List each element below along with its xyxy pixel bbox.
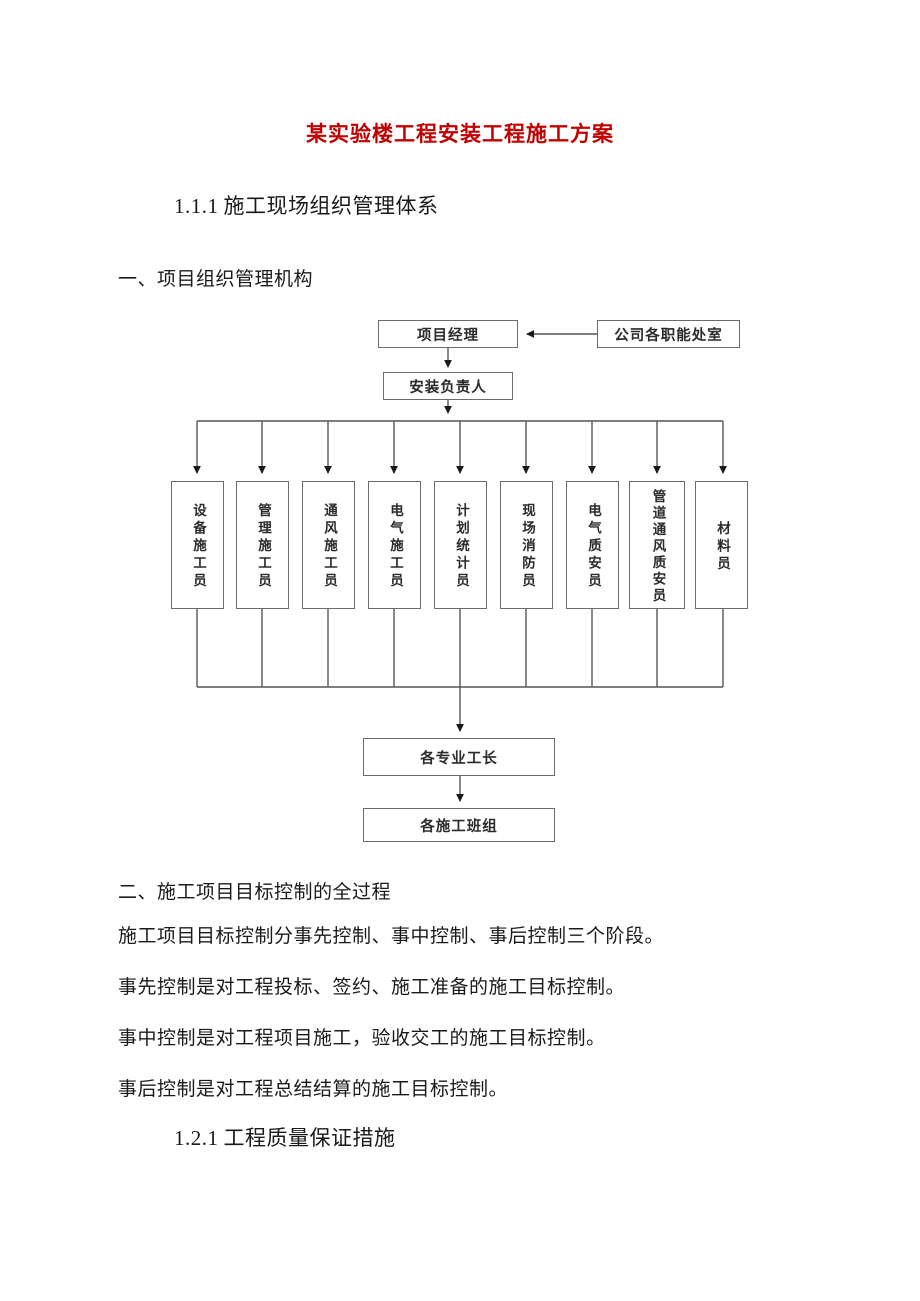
node-staff-4: 电气施工员 [368,481,421,609]
node-staff-8-col-1: 管道 [650,489,666,523]
node-staff-9: 材料员 [695,481,748,609]
node-staff-2: 管理施工员 [236,481,289,609]
node-work-teams: 各施工班组 [363,808,555,842]
node-project-manager: 项目经理 [378,320,518,348]
node-foremen: 各专业工长 [363,738,555,776]
paragraph-line-4: 事后控制是对工程总结结算的施工目标控制。 [118,1079,509,1100]
heading-1-2-1-text: 工程质量保证措施 [223,1126,396,1150]
heading-1-1-1-number: 1.1.1 [174,194,219,218]
node-staff-7: 电气质安员 [566,481,619,609]
paragraph-line-3: 事中控制是对工程项目施工，验收交工的施工目标控制。 [118,1028,606,1049]
paragraph-line-1: 施工项目目标控制分事先控制、事中控制、事后控制三个阶段。 [118,926,665,947]
node-install-supervisor: 安装负责人 [383,372,513,400]
heading-1-1-1-text: 施工现场组织管理体系 [223,194,439,218]
node-staff-8-col-2: 通风质安员 [650,522,666,605]
node-staff-6: 现场消防员 [500,481,553,609]
node-staff-8: 管道 通风质安员 [629,481,685,609]
heading-section-one: 一、项目组织管理机构 [118,269,314,290]
node-staff-1: 设备施工员 [171,481,224,609]
node-staff-3: 通风施工员 [302,481,355,609]
document-title: 某实验楼工程安装工程施工方案 [306,122,614,146]
node-staff-5: 计划统计员 [434,481,487,609]
node-company-departments: 公司各职能处室 [597,320,740,348]
heading-section-two: 二、施工项目目标控制的全过程 [118,882,392,903]
heading-1-2-1-number: 1.2.1 [174,1126,219,1150]
paragraph-line-2: 事先控制是对工程投标、签约、施工准备的施工目标控制。 [118,977,626,998]
